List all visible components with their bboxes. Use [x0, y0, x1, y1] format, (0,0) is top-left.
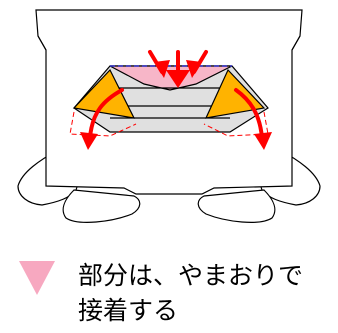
- center-down-arrowhead: [166, 70, 190, 88]
- left-swing-arrowhead: [80, 132, 98, 150]
- caption-line-2: 接着する: [78, 296, 179, 325]
- box-crease-right: [291, 35, 301, 51]
- fold-arrows: [80, 50, 272, 150]
- left-front-foot: [62, 189, 141, 223]
- caption-line-1: 部分は、やまおりで: [78, 261, 304, 290]
- folding-diagram: [17, 9, 321, 223]
- right-fold-guide: [203, 111, 269, 137]
- fold-piece: [72, 65, 269, 133]
- left-top-arrowhead: [154, 60, 170, 78]
- right-swing-arrowhead: [254, 132, 272, 150]
- right-top-arrowhead: [186, 60, 202, 78]
- left-orange-flap: [72, 68, 136, 119]
- pink-top-flap: [109, 65, 233, 91]
- caption: 部分は、やまおりで 接着する: [78, 258, 336, 328]
- right-swing-arrow: [234, 88, 264, 140]
- box-crease-left: [37, 35, 47, 51]
- pink-triangle-icon: [19, 261, 55, 295]
- right-front-foot: [197, 189, 276, 223]
- left-swing-arrow: [88, 88, 124, 140]
